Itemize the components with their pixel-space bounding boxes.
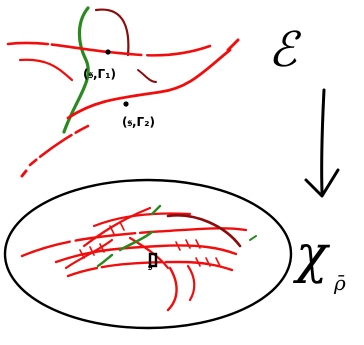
point-1-marker [105, 49, 111, 55]
base-curve-7 [166, 266, 178, 312]
base-curve-5 [82, 206, 152, 248]
base-green-1 [118, 230, 154, 252]
red-curve-lower-left [28, 124, 90, 167]
dark-red-hook [137, 69, 157, 83]
base-green-3 [150, 204, 162, 216]
base-curve-2 [54, 244, 238, 264]
base-curve-4 [92, 212, 192, 228]
base-point-marker [148, 252, 158, 268]
projection-arrow [304, 88, 340, 198]
base-space-label-group: χ ρ̄ [292, 225, 346, 295]
base-curve-8 [186, 264, 196, 302]
arrow-shaft [320, 88, 326, 194]
base-space-label: χ [292, 225, 331, 285]
total-space-label: ℰ [268, 22, 302, 78]
red-curve-2 [18, 58, 74, 82]
base-dark-red-arc [166, 214, 242, 248]
base-curve-6 [64, 238, 114, 270]
dark-red-arc [94, 8, 130, 57]
arrow-head [304, 168, 340, 198]
base-space: 𝔰 [3, 178, 293, 330]
base-curve-3 [66, 260, 234, 278]
base-tick-marks [79, 221, 221, 267]
red-curve-3 [66, 48, 232, 120]
base-point-label: 𝔰 [147, 260, 153, 273]
base-space-subscript: ρ̄ [333, 271, 346, 295]
green-branch-upper [62, 6, 90, 134]
red-dash-right [226, 38, 240, 52]
base-green-4 [249, 235, 257, 241]
point-1-label: (𝔰,Γ₁) [83, 67, 116, 81]
base-ellipse [3, 178, 293, 330]
base-green-2 [96, 253, 114, 268]
point-2-label: (𝔰,Γ₂) [122, 115, 155, 129]
point-2-marker [123, 101, 129, 107]
upper-curves: (𝔰,Γ₁) (𝔰,Γ₂) [6, 6, 240, 178]
red-dot-left [20, 169, 28, 178]
